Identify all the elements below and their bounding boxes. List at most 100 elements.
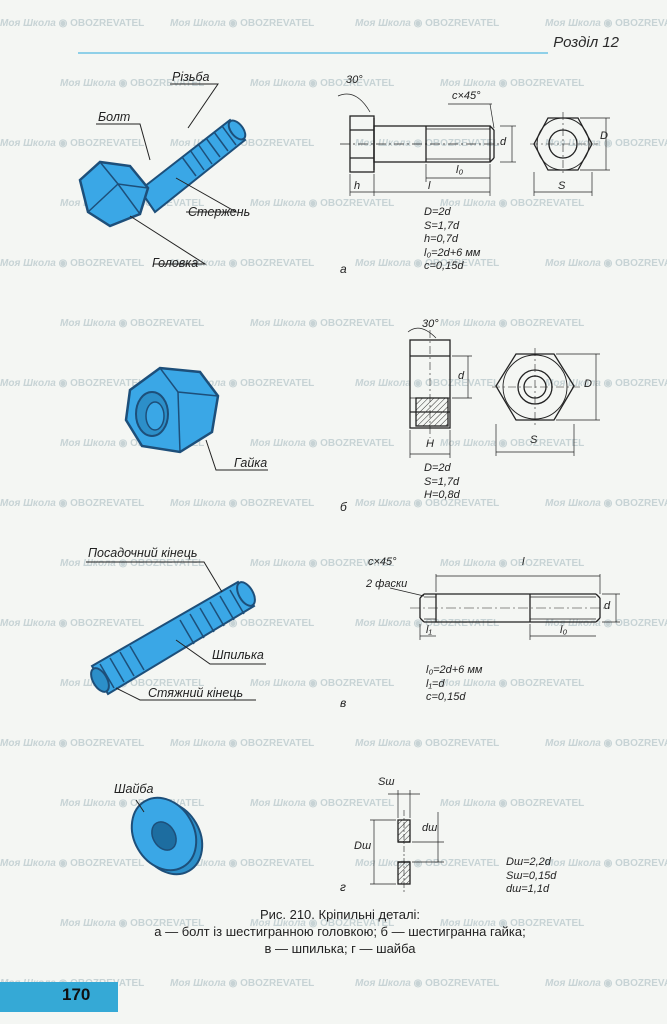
caption-line-1: Рис. 210. Кріпильні деталі: [259, 907, 421, 922]
watermark: Моя Школа ◉ OBOZREVATEL [355, 258, 500, 269]
watermark: Моя Школа ◉ OBOZREVATEL [250, 558, 395, 569]
washer-formula: Sш=0,15d [506, 869, 557, 882]
bolt-formula: S=1,7d [424, 219, 460, 232]
watermark: Моя Школа ◉ OBOZREVATEL [250, 798, 395, 809]
figure-letter-v: в [340, 696, 347, 710]
bolt-dim-h: h [354, 180, 361, 192]
bolt-dim-D: D [600, 130, 608, 142]
page-number: 170 [62, 985, 91, 1004]
bolt-leader-lines [96, 83, 238, 265]
watermark: Моя Школа ◉ OBOZREVATEL [250, 198, 395, 209]
watermark: Моя Школа ◉ OBOZREVATEL [355, 498, 500, 509]
watermark: Моя Школа ◉ OBOZREVATEL [170, 978, 315, 989]
header-rule [78, 52, 548, 54]
watermark: Моя Школа ◉ OBOZREVATEL [0, 378, 145, 389]
bolt-formula: c=0,15d [424, 260, 464, 272]
label-landing-end: Посадочний кінець [88, 546, 198, 560]
bolt-formula: l₀=2d+6 мм [424, 246, 481, 259]
watermark: Моя Школа ◉ OBOZREVATEL [60, 318, 205, 329]
nut-dim-D: D [584, 378, 592, 390]
nut-formula: D=2d [424, 462, 451, 474]
stud-formulas: l₀=2d+6 мм l₁=d c=0,15d [426, 664, 482, 705]
washer-formula: Dш=2,2d [506, 856, 551, 868]
watermark: Моя Школа ◉ OBOZREVATEL [545, 618, 667, 629]
washer-formula: dш=1,1d [506, 883, 550, 895]
watermark: Моя Школа ◉ OBOZREVATEL [250, 918, 395, 929]
watermark: Моя Школа ◉ OBOZREVATEL [0, 258, 145, 269]
nut-leader-line [205, 439, 268, 471]
caption-line-2: а — болт із шестигранною головкою; б — ш… [154, 924, 526, 939]
figure-caption: Рис. 210. Кріпильні деталі: а — болт із … [60, 906, 620, 957]
stud-dim-l: l [522, 556, 525, 568]
watermark: Моя Школа ◉ OBOZREVATEL [440, 78, 585, 89]
watermark: Моя Школа ◉ OBOZREVATEL [545, 18, 667, 29]
figure-letter-a: а [340, 262, 347, 276]
section-title: Розділ 12 [553, 34, 619, 51]
nut-dim-d: d [458, 370, 465, 382]
stud-dim-d: d [604, 600, 611, 612]
bolt-dim-l0: l₀ [456, 164, 464, 176]
bolt-dim-S: S [558, 180, 566, 192]
nut-3d-illustration [124, 366, 220, 454]
watermark: Моя Школа ◉ OBOZREVATEL [545, 138, 667, 149]
label-bolt: Болт [98, 110, 131, 124]
watermark: Моя Школа ◉ OBOZREVATEL [60, 558, 205, 569]
bolt-dim-angle: 30° [346, 74, 363, 86]
caption-line-3: в — шпилька; г — шайба [264, 941, 416, 956]
stud-dim-chamfer: c×45° [368, 556, 397, 568]
stud-formula: c=0,15d [426, 691, 466, 703]
watermark: Моя Школа ◉ OBOZREVATEL [355, 618, 500, 629]
stud-dim-l1: l₁ [426, 624, 432, 636]
nut-dim-H: H [426, 438, 434, 450]
figure-letter-b: б [340, 500, 347, 514]
watermark: Моя Школа ◉ OBOZREVATEL [545, 738, 667, 749]
washer-dim-dw: dш [422, 822, 438, 834]
label-washer: Шайба [114, 782, 154, 796]
watermark: Моя Школа ◉ OBOZREVATEL [355, 18, 500, 29]
label-tightening-end: Стяжний кінець [148, 686, 244, 700]
stud-dim-l0: l₀ [560, 624, 568, 636]
watermark: Моя Школа ◉ OBOZREVATEL [250, 318, 395, 329]
label-head: Головка [152, 256, 199, 270]
washer-technical-drawing [370, 790, 444, 894]
washer-dim-Dw: Dш [354, 840, 372, 852]
stud-technical-drawing [389, 574, 620, 640]
nut-formula: S=1,7d [424, 475, 460, 488]
washer-dim-Sw: Sш [378, 776, 395, 788]
watermark: Моя Школа ◉ OBOZREVATEL [170, 738, 315, 749]
label-stud: Шпилька [212, 648, 264, 662]
watermark: Моя Школа ◉ OBOZREVATEL [440, 798, 585, 809]
watermark: Моя Школа ◉ OBOZREVATEL [355, 978, 500, 989]
watermark: Моя Школа ◉ OBOZREVATEL [0, 18, 145, 29]
watermark: Моя Школа ◉ OBOZREVATEL [0, 738, 145, 749]
bolt-formulas: D=2d S=1,7d h=0,7d l₀=2d+6 мм c=0,15d [424, 206, 480, 274]
watermark: Моя Школа ◉ OBOZREVATEL [250, 438, 395, 449]
stud-leader-lines [86, 561, 266, 701]
watermark: Моя Школа ◉ OBOZREVATEL [250, 678, 395, 689]
nut-technical-drawing [407, 327, 600, 458]
label-nut: Гайка [234, 456, 268, 470]
nut-dim-angle: 30° [422, 318, 439, 330]
stud-3d-illustration [90, 580, 256, 696]
nut-dim-S: S [530, 434, 538, 446]
bolt-dim-d: d [500, 136, 507, 148]
bolt-dim-l: l [428, 180, 431, 192]
washer-3d-illustration [130, 796, 204, 876]
bolt-formula: h=0,7d [424, 233, 458, 245]
label-shank: Стержень [188, 205, 251, 219]
nut-formula: H=0,8d [424, 489, 460, 501]
watermark: Моя Школа ◉ OBOZREVATEL [440, 678, 585, 689]
watermark: Моя Школа ◉ OBOZREVATEL [355, 378, 500, 389]
label-thread: Різьба [172, 70, 210, 84]
page-number-badge: 170 [0, 982, 118, 1012]
washer-leader-line [135, 799, 145, 813]
watermark: Моя Школа ◉ OBOZREVATEL [440, 918, 585, 929]
watermark: Моя Школа ◉ OBOZREVATEL [0, 618, 145, 629]
watermark: Моя Школа ◉ OBOZREVATEL [355, 138, 500, 149]
watermark: Моя Школа ◉ OBOZREVATEL [440, 558, 585, 569]
watermark: Моя Школа ◉ OBOZREVATEL [60, 78, 205, 89]
watermark: Моя Школа ◉ OBOZREVATEL [440, 198, 585, 209]
watermark: Моя Школа ◉ OBOZREVATEL [0, 138, 145, 149]
bolt-3d-illustration [78, 118, 247, 228]
